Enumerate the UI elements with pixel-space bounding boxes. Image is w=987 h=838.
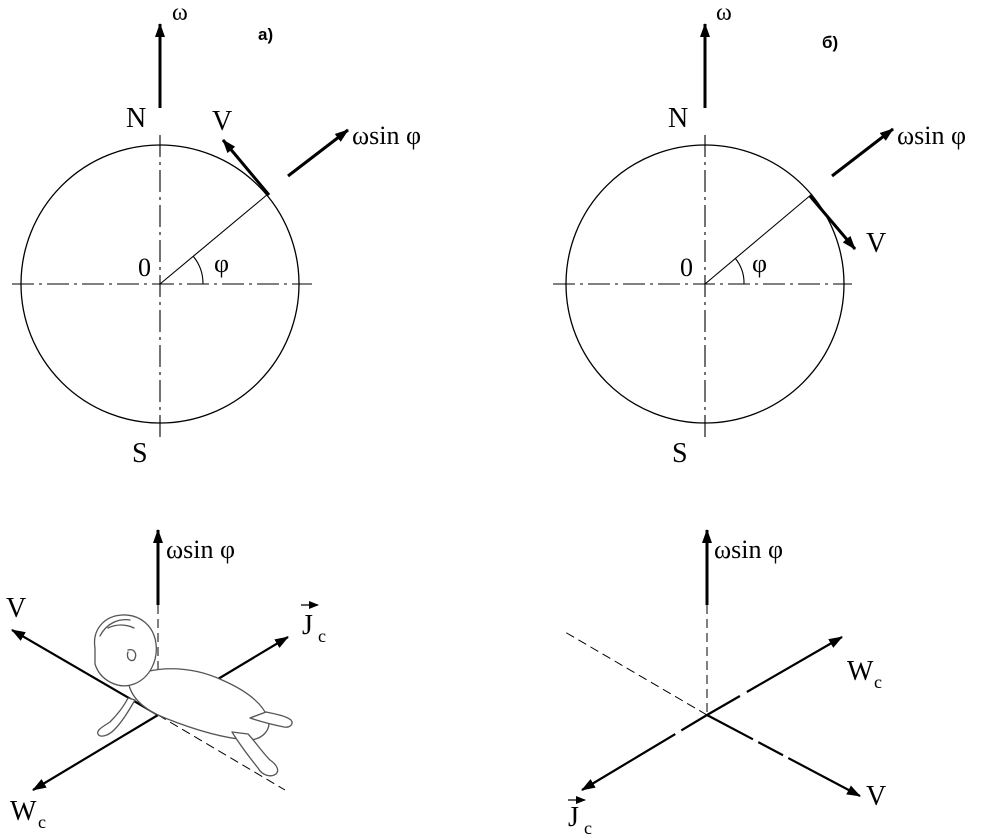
velocity-vector-b [808,195,857,250]
panel-a: ω а) N V ωsin φ 0 φ S [12,0,421,469]
coriolis-force-label-b: J c [568,796,592,838]
coriolis-accel-symbol-a: W [10,796,37,827]
phi-label-b: φ [752,249,767,278]
omega-sin-phi-label-bottom-b: ωsin φ [714,535,783,564]
baby-leg-left [231,731,279,777]
velocity-dashed-line-b [564,631,708,716]
baby-body [127,668,270,741]
angle-arc-b [734,257,745,285]
velocity-label-bottom-b: V [866,781,886,812]
phi-label-a: φ [214,249,229,278]
omega-label-b: ω [716,0,732,26]
vector-diagram-a: ωsin φ V J c W c [6,529,326,832]
omega-sin-phi-vector-a [287,128,349,178]
coriolis-accel-subscript-a: c [38,812,46,832]
coriolis-force-vector-b [581,714,708,791]
center-label-b: 0 [680,253,693,282]
omega-sin-phi-label-b: ωsin φ [897,121,966,150]
north-label-b: N [668,103,688,134]
coriolis-force-subscript-b: c [584,818,592,838]
omega-sin-phi-label-a: ωsin φ [352,121,421,150]
panel-b: ω б) N ωsin φ V 0 φ S [553,0,966,469]
baby-arm [97,697,136,737]
south-label-a: S [132,438,148,469]
coriolis-force-label-a: J c [301,601,326,646]
north-label-a: N [126,103,146,134]
center-label-a: 0 [138,253,151,282]
velocity-label-bottom-a: V [6,593,26,624]
velocity-vector-bottom-b [706,714,861,797]
panel-tag-a: а) [258,25,273,44]
coriolis-force-subscript-a: c [318,626,326,646]
baby-ear [126,648,137,662]
coriolis-accel-symbol-b: W [847,656,874,687]
coriolis-accel-label-a: W c [10,796,46,832]
coriolis-accel-label-b: W c [847,656,882,692]
south-label-b: S [672,438,688,469]
omega-sin-phi-label-bottom-a: ωsin φ [166,535,235,564]
baby-hair [99,618,135,637]
coriolis-accel-vector-b [706,636,843,716]
crawling-baby-illustration [93,614,293,777]
vector-diagram-b: ωsin φ W c V J c [564,529,886,838]
panel-tag-b: б) [822,33,838,52]
coriolis-force-symbol-b: J [568,802,579,833]
baby-leg-right [249,711,293,728]
velocity-vector-a [221,139,271,196]
velocity-label-a: V [212,106,232,137]
angle-arc-a [192,255,204,285]
omega-sin-phi-vector-b [831,127,894,178]
coriolis-accel-subscript-b: c [874,672,882,692]
radius-line-a [159,193,269,285]
velocity-dashed-line-a [157,714,286,791]
radius-line-b [704,193,813,285]
coriolis-force-symbol-a: J [302,610,313,641]
baby-head [93,614,157,687]
coriolis-accel-vector-a [32,714,159,791]
omega-label-a: ω [172,0,188,26]
velocity-label-b: V [866,228,886,259]
